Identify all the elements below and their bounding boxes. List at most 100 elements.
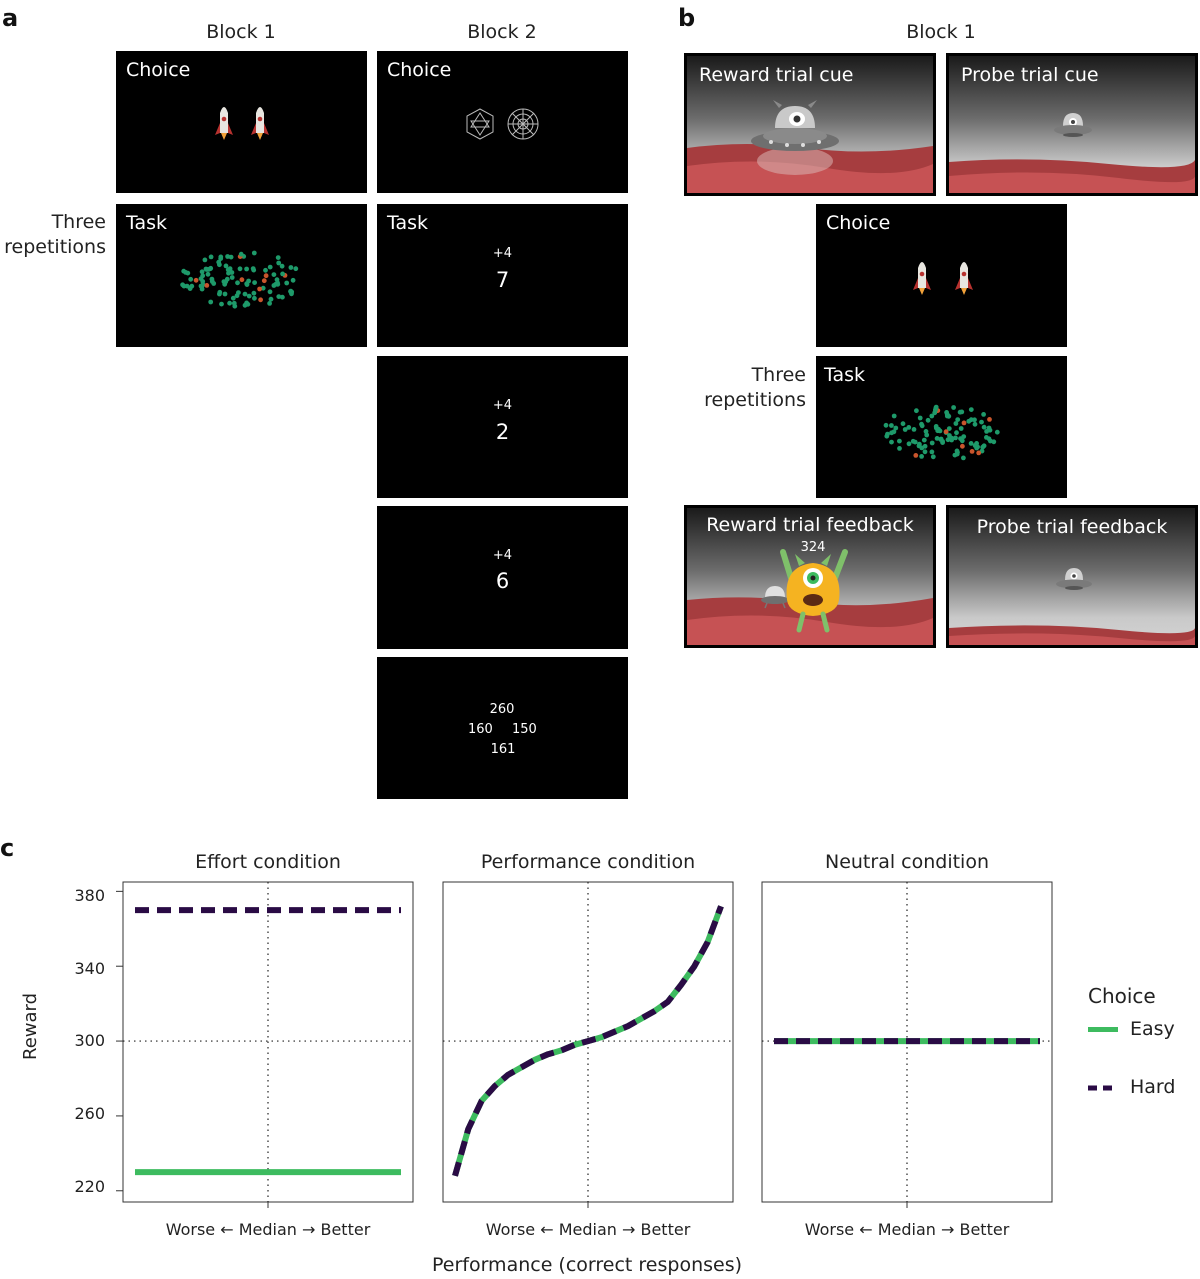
screen-title: Reward trial feedback: [706, 514, 914, 536]
stimulus-dot: [267, 301, 272, 306]
legend-swatch-easy: [1088, 1027, 1118, 1032]
stimulus-dot: [991, 439, 997, 445]
stimulus-dot: [244, 266, 249, 272]
stimulus-dot: [902, 427, 908, 432]
stimulus-dot: [934, 436, 940, 441]
stimulus-dot: [981, 443, 987, 449]
score-right: 150: [512, 722, 537, 737]
block2-task-screen-2: +4 2: [377, 356, 628, 498]
stimulus-dot: [938, 436, 944, 442]
stimulus-dot: [284, 280, 290, 286]
score-left: 160: [468, 722, 493, 737]
stimulus-dot: [288, 265, 294, 270]
stimulus-dot: [204, 283, 210, 288]
stimulus-dot: [958, 426, 964, 431]
stimulus-dot: [906, 425, 912, 430]
repetitions-line2: repetitions: [704, 389, 806, 411]
reward-feedback-screen: Reward trial feedback 324: [684, 505, 936, 648]
stimulus-dot: [268, 296, 274, 302]
increment-label: +4: [492, 246, 513, 261]
rocket-pair-icon: [913, 262, 973, 295]
stimulus-dot: [242, 291, 248, 297]
stimulus-dot: [945, 437, 951, 443]
y-tick-260: 260: [74, 1104, 105, 1123]
stimulus-dot: [232, 303, 238, 309]
stimulus-dot: [222, 291, 228, 297]
stimulus-dot: [205, 271, 211, 277]
stimulus-dot: [218, 254, 224, 260]
stimulus-dot: [203, 266, 209, 272]
stimulus-dot: [217, 291, 222, 297]
trial-number: 2: [495, 420, 510, 444]
stimulus-dot: [228, 254, 234, 260]
reward-cue-screen: Reward trial cue: [684, 53, 936, 196]
stimulus-dot: [280, 271, 285, 277]
stimulus-dot: [929, 440, 935, 446]
stimulus-dot: [897, 446, 902, 451]
block2-score-screen: 260 160 150 161: [377, 657, 628, 799]
stimulus-dot: [987, 427, 993, 433]
block2-task-screen-1: Task +4 7: [377, 204, 628, 347]
panel-a-letter: a: [2, 4, 19, 32]
stimulus-dot: [961, 420, 967, 426]
stimulus-dot: [959, 438, 965, 444]
stimulus-dot: [267, 264, 273, 270]
legend-swatch-hard: [1088, 1085, 1118, 1091]
stimulus-dot: [900, 421, 906, 427]
stimulus-dot: [279, 263, 285, 269]
stimulus-dot: [280, 294, 285, 300]
repetitions-line2: repetitions: [4, 236, 106, 258]
abstract-shapes-icon: [466, 108, 539, 140]
stimulus-dot: [943, 429, 949, 435]
stimulus-dot: [946, 413, 952, 419]
stimulus-dot: [961, 434, 967, 439]
y-tick-300: 300: [74, 1031, 105, 1050]
panel-a-block2-header: Block 2: [467, 21, 537, 43]
stimulus-dot: [960, 443, 965, 449]
stimulus-dot: [968, 407, 974, 412]
mars-landscape-icon: [687, 549, 933, 645]
stimulus-dot: [925, 417, 931, 423]
stimulus-dot: [263, 267, 268, 273]
block1-task-screen: Task: [116, 204, 367, 347]
ufo-icon: [1054, 113, 1092, 137]
stimulus-dot: [954, 430, 959, 436]
block1-choice-screen: Choice: [116, 51, 367, 193]
stimulus-dot: [288, 288, 294, 294]
dot-cloud-icon: [180, 250, 299, 309]
stimulus-dot: [919, 423, 925, 429]
increment-label: +4: [492, 548, 513, 563]
chart-title-performance: Performance condition: [480, 851, 696, 873]
stimulus-dot: [889, 423, 894, 428]
stimulus-dot: [293, 266, 299, 272]
stimulus-dot: [246, 278, 251, 284]
screen-title: Task: [824, 364, 866, 386]
stimulus-dot: [891, 413, 897, 419]
stimulus-dot: [208, 299, 214, 305]
screen-title: Task: [387, 212, 429, 234]
stimulus-dot: [924, 432, 930, 438]
screen-title: Choice: [126, 59, 191, 81]
stimulus-dot: [897, 438, 902, 444]
mars-landscape-icon: [687, 100, 933, 193]
stimulus-dot: [223, 263, 229, 269]
stimulus-dot: [947, 433, 952, 438]
stimulus-dot: [914, 408, 919, 414]
stimulus-dot: [209, 279, 215, 284]
stimulus-dot: [979, 419, 984, 425]
screen-title: Task: [126, 212, 168, 234]
repetitions-line1: Three: [751, 364, 806, 386]
legend-label-easy: Easy: [1130, 1018, 1175, 1040]
stimulus-dot: [923, 429, 929, 434]
stimulus-dot: [188, 276, 194, 282]
panel-b-repetitions-label: Three repetitions: [690, 363, 806, 413]
stimulus-dot: [944, 410, 949, 415]
rocket-pair-icon: [215, 107, 269, 140]
monster-ufo-icon: [751, 100, 839, 175]
panel-b-block1-header: Block 1: [906, 21, 976, 43]
stimulus-dot: [994, 429, 1000, 435]
mars-landscape-icon: [949, 113, 1195, 193]
stimulus-dot: [954, 451, 960, 457]
stimulus-dot: [258, 297, 263, 303]
